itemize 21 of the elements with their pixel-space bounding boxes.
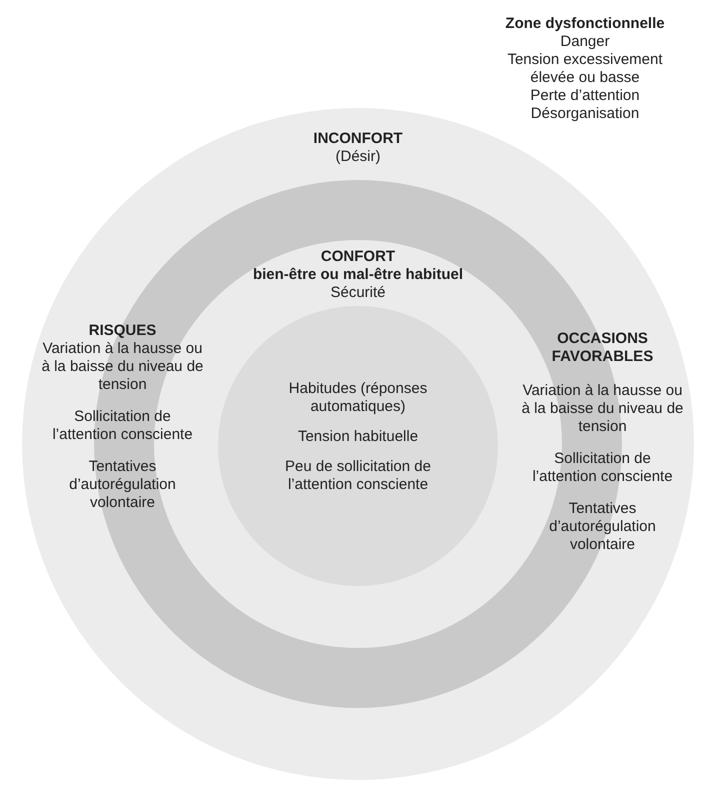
zone-text: Peu de sollicitation de l’attention consciente [284, 458, 432, 494]
zone-text: Sécurité [329, 284, 387, 302]
zone-text: Tentatives d’autorégulation volontaire [548, 500, 657, 554]
zone-text: Variation à la hausse ou à la baisse du niveau de tension [520, 382, 684, 436]
zone-text: Désorganisation [530, 105, 640, 123]
zone-text: Habitudes (réponses automatiques) [288, 380, 428, 416]
zone-text: Tension habituelle [296, 428, 420, 446]
zone-text: Sollicitation de l’attention consciente [531, 450, 674, 486]
zone-text: Variation à la hausse ou à la baisse du niveau de tension [40, 340, 204, 394]
zone-text: (Désir) [334, 148, 382, 166]
zone-text: Danger [559, 33, 611, 51]
zone-text: Tentatives d’autorégulation volontaire [68, 458, 177, 512]
zone-heading: INCONFORT [312, 130, 404, 148]
zone-heading: RISQUES [88, 322, 158, 340]
zone-heading: OCCASIONS FAVORABLES [550, 330, 654, 366]
zone-text: bien-être ou mal-être habituel [252, 266, 464, 284]
zone-text: Tension excessivement élevée ou basse [506, 51, 664, 87]
zone-text: Sollicitation de l’attention consciente [51, 408, 194, 444]
zone-text: Perte d’attention [529, 87, 641, 105]
zone-heading: Zone dysfonctionnelle [504, 15, 666, 33]
zone-heading: CONFORT [320, 248, 396, 266]
